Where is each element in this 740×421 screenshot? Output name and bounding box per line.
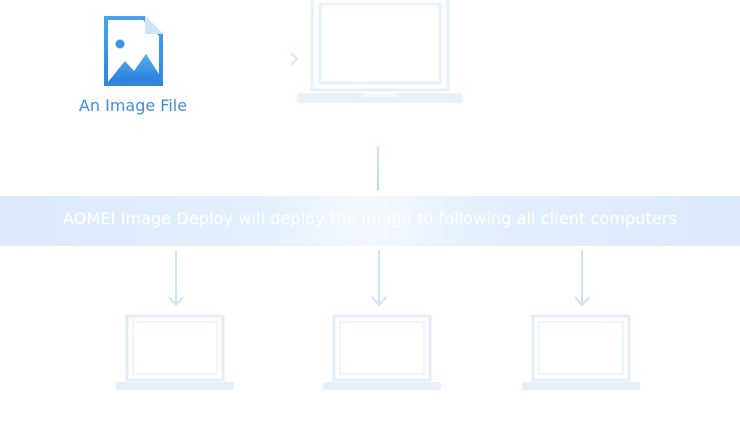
client-laptop-icon — [522, 314, 640, 390]
client-laptop-icon — [116, 314, 234, 390]
image-file-icon — [104, 16, 163, 86]
image-file: An Image File — [70, 14, 196, 115]
deploy-banner-text: AOMEI Image Deploy will deploy the image… — [63, 209, 677, 228]
arrow-down-icon — [168, 250, 184, 307]
image-file-label: An Image File — [78, 96, 188, 115]
arrow-down-icon — [371, 250, 387, 307]
deploy-banner: AOMEI Image Deploy will deploy the image… — [0, 196, 740, 246]
connector-line — [377, 146, 379, 190]
chevron-right-icon — [290, 52, 299, 66]
client-laptop-icon — [323, 314, 441, 390]
arrow-down-icon — [574, 250, 590, 307]
source-laptop-icon — [298, 0, 462, 103]
